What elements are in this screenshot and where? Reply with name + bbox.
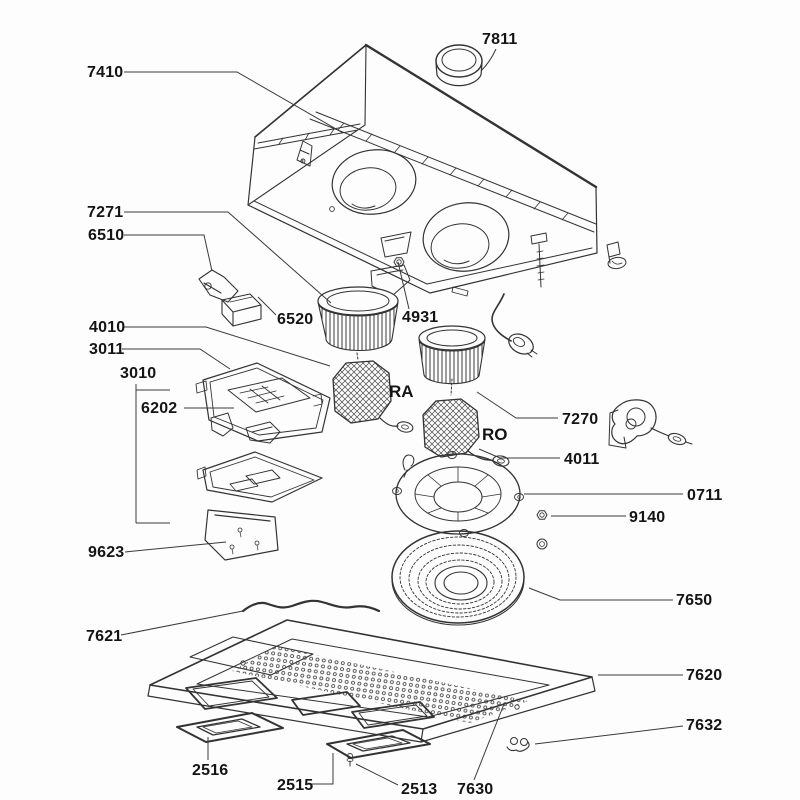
part-label-9623: 9623	[88, 544, 124, 561]
part-label-7270: 7270	[562, 411, 598, 428]
part-label-4011: 4011	[564, 451, 600, 468]
hanging-rod	[530, 232, 548, 288]
bracket-6510-6520	[198, 269, 262, 327]
nut-9140	[536, 510, 548, 550]
part-label-7410: 7410	[87, 64, 123, 81]
part-label-7632: 7632	[686, 717, 722, 734]
hood-housing	[247, 43, 598, 297]
blower-opening-left	[331, 149, 417, 215]
mount-4931	[370, 231, 412, 297]
clip-7632	[506, 737, 530, 752]
blower-wheel-right	[418, 325, 486, 396]
part-label-6520: 6520	[277, 311, 313, 328]
lamp-frame-left	[176, 712, 284, 743]
part-labels: 7811 7410 7271 6510 6520 4931 4010 3011 …	[86, 31, 723, 798]
part-label-7650: 7650	[676, 592, 712, 609]
part-label-3010: 3010	[120, 365, 156, 382]
leader-lines	[120, 48, 684, 786]
part-label-7620: 7620	[686, 667, 722, 684]
rotor-label-ra: RA	[389, 382, 414, 401]
motor-ring	[392, 451, 524, 537]
part-label-6510: 6510	[88, 227, 124, 244]
switch-support	[196, 451, 323, 561]
part-label-0711: 0711	[687, 487, 723, 504]
part-label-7630: 7630	[457, 781, 493, 798]
power-cord	[491, 293, 538, 358]
bottom-panel	[147, 619, 596, 743]
thermostat-switch	[608, 399, 693, 449]
blower-wheel-left	[317, 286, 399, 361]
part-label-7621: 7621	[86, 628, 122, 645]
blower-opening-right	[422, 202, 510, 272]
part-label-4931: 4931	[402, 309, 438, 326]
part-label-6202: 6202	[141, 400, 177, 417]
part-label-2513: 2513	[401, 781, 437, 798]
part-label-2516: 2516	[192, 762, 228, 779]
lamp-frame-center	[326, 729, 431, 759]
screw-2513	[346, 753, 354, 767]
seal-cable	[241, 599, 381, 613]
rotor-label-ro: RO	[482, 425, 508, 444]
turbine-wheel	[391, 530, 525, 626]
part-label-7811: 7811	[482, 31, 518, 48]
part-label-3011: 3011	[89, 341, 125, 358]
part-label-9140: 9140	[629, 509, 665, 526]
wing-clip	[606, 241, 627, 270]
part-label-7271: 7271	[87, 204, 123, 221]
part-label-2515: 2515	[277, 777, 313, 794]
part-label-4010: 4010	[89, 319, 125, 336]
control-box	[195, 362, 331, 444]
motor-ra	[332, 360, 414, 433]
exhaust-collar	[435, 44, 483, 87]
